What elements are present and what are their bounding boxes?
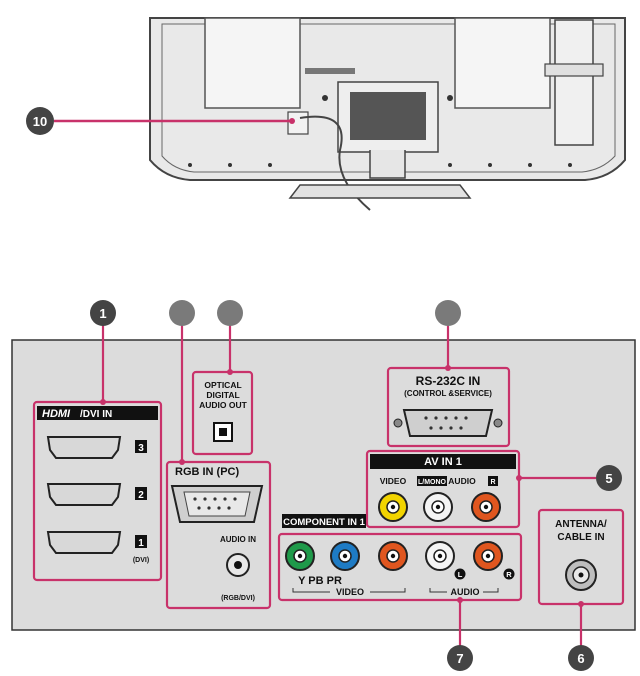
component-in-1-group: COMPONENT IN 1 Y PB PR V xyxy=(277,514,523,602)
av-in-1-group: AV IN 1 VIDEO L/MONO AUDIO R xyxy=(365,449,521,529)
av-mono-label: L/MONO xyxy=(418,479,447,486)
component-y-jack[interactable] xyxy=(285,541,315,571)
av-r-label: R xyxy=(490,479,495,486)
optical-group: OPTICAL DIGITAL AUDIO OUT xyxy=(191,370,254,456)
callout-3-badge xyxy=(217,300,243,326)
hdmi-port-3-label: 3 xyxy=(138,443,144,454)
antenna-cable-in-port[interactable] xyxy=(565,559,597,591)
rear-vent-left xyxy=(204,17,301,109)
optical-label-3: AUDIO OUT xyxy=(199,400,248,410)
callout-lines xyxy=(101,318,596,648)
av-audio-r-jack[interactable] xyxy=(471,492,501,522)
hdmi-port-2-label: 2 xyxy=(138,490,144,501)
callout-1-badge: 1 xyxy=(90,300,116,326)
component-in-1-label: COMPONENT IN 1 xyxy=(283,517,366,528)
rgb-dvi-note: (RGB/DVI) xyxy=(221,595,255,602)
hdmi-logo: HDMI xyxy=(42,408,71,420)
optical-label-1: OPTICAL xyxy=(204,380,241,390)
callout-6-badge: 6 xyxy=(568,645,594,671)
component-r-marker: R xyxy=(506,570,512,579)
svg-text:5: 5 xyxy=(605,471,612,486)
optical-label-2: DIGITAL xyxy=(206,390,239,400)
callout-10-badge: 10 xyxy=(26,107,54,135)
component-l-marker: L xyxy=(458,570,463,579)
hdmi-port-3[interactable] xyxy=(46,436,122,459)
av-video-label: VIDEO xyxy=(380,476,407,486)
hdmi-group: HDMI /DVI IN 3 2 1 (DVI) xyxy=(32,400,163,582)
rgb-group: RGB IN (PC) AUDIO IN (RGB/DVI) xyxy=(165,460,272,610)
component-audio-l-jack[interactable] xyxy=(425,541,455,571)
rs232c-control-label: (CONTROL &SERVICE) xyxy=(404,389,492,398)
callout-4-badge xyxy=(435,300,461,326)
svg-text:10: 10 xyxy=(33,114,47,129)
hdmi-port-1[interactable] xyxy=(46,531,122,554)
av-audio-label: AUDIO xyxy=(448,476,476,486)
svg-text:6: 6 xyxy=(577,651,584,666)
hdmi-port-2[interactable] xyxy=(46,483,122,506)
component-pb-jack[interactable] xyxy=(330,541,360,571)
callout-2-badge xyxy=(169,300,195,326)
component-video-label: VIDEO xyxy=(336,587,364,597)
tv-rear-view xyxy=(149,17,626,211)
rs232c-port[interactable] xyxy=(402,409,494,437)
component-audio-label: AUDIO xyxy=(451,587,480,597)
av-in-1-label: AV IN 1 xyxy=(424,456,462,468)
av-video-jack[interactable] xyxy=(378,492,408,522)
av-audio-l-jack[interactable] xyxy=(423,492,453,522)
hdmi-dvi-note: (DVI) xyxy=(133,557,149,564)
component-ypbpr-label: Y PB PR xyxy=(298,575,342,587)
rear-vent-right xyxy=(454,17,551,109)
component-audio-r-jack[interactable] xyxy=(473,541,503,571)
component-pr-jack[interactable] xyxy=(378,541,408,571)
hdmi-dvi-in-label: /DVI IN xyxy=(80,409,112,420)
rs232c-in-label: RS-232C IN xyxy=(416,374,481,388)
svg-text:7: 7 xyxy=(456,651,463,666)
callout-7-badge: 7 xyxy=(447,645,473,671)
stand-base xyxy=(288,184,472,199)
side-compartment xyxy=(554,19,594,146)
rgb-audio-in-label: AUDIO IN xyxy=(220,535,256,544)
hdmi-port-1-label: 1 xyxy=(138,538,144,549)
antenna-label-1: ANTENNA/ xyxy=(555,519,607,530)
antenna-label-2: CABLE IN xyxy=(557,532,604,543)
svg-text:1: 1 xyxy=(99,306,106,321)
rgb-in-pc-label: RGB IN (PC) xyxy=(175,466,240,478)
rs232c-group: RS-232C IN (CONTROL &SERVICE) xyxy=(386,366,511,448)
stand-mount-grille xyxy=(350,92,426,140)
callout-5-badge: 5 xyxy=(596,465,622,491)
